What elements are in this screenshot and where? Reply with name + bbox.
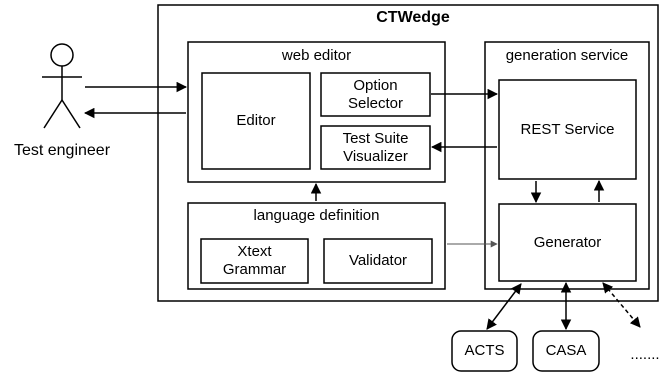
validator-box [323, 238, 433, 284]
rest-service-label: REST Service [520, 120, 615, 138]
language-definition-box [187, 202, 446, 290]
option-selector-box [320, 72, 431, 117]
test-engineer-actor-icon [42, 43, 82, 129]
generator-box [498, 203, 637, 282]
acts-label: ACTS [464, 342, 505, 359]
web-editor-box [187, 41, 446, 183]
web-editor-title: web editor [281, 47, 352, 64]
validator-label: Validator [348, 252, 408, 269]
option-selector-label: Option Selector [347, 76, 404, 112]
actor-label: Test engineer [13, 142, 111, 159]
editor-label: Editor [236, 112, 276, 129]
casa-box [532, 330, 600, 372]
generator-more-arrow [602, 282, 641, 328]
diagram-title: CTWedge [376, 9, 450, 26]
rest-service-box [498, 79, 637, 180]
language-definition-title: language definition [253, 207, 380, 224]
casa-label: CASA [545, 342, 587, 359]
generator-label: Generator [533, 233, 602, 251]
test-suite-visualizer-box [320, 125, 431, 170]
xtext-grammar-label: Xtext Grammar [222, 243, 287, 278]
more-tools-label: ....... [630, 346, 660, 363]
generation-service-title: generation service [505, 47, 629, 64]
ctwedge-container [157, 4, 659, 302]
xtext-grammar-box [200, 238, 309, 284]
editor-box [201, 72, 311, 170]
acts-box [451, 330, 518, 372]
generator-acts-arrow [486, 283, 522, 330]
test-suite-visualizer-label: Test Suite Visualizer [342, 129, 409, 165]
